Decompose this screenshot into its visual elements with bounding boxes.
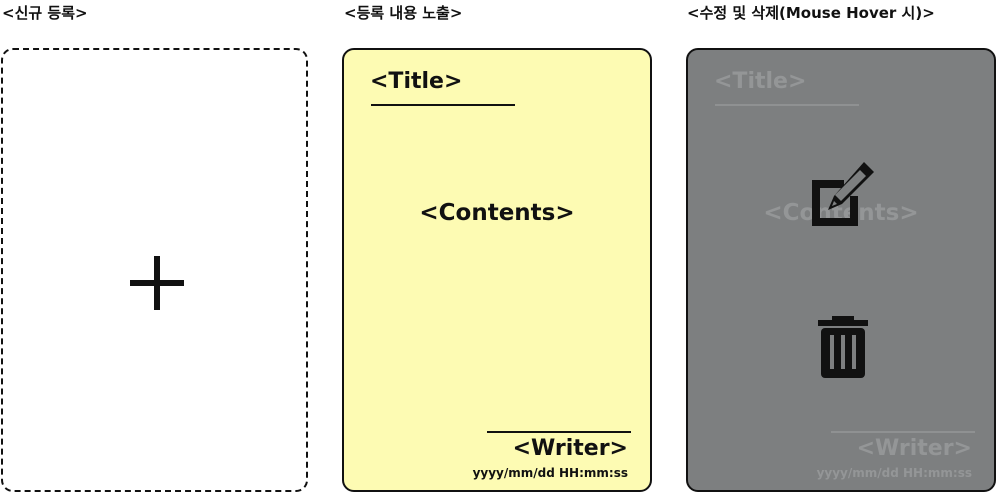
- note-title: <Title>: [370, 69, 463, 94]
- note-datetime: yyyy/mm/dd HH:mm:ss: [816, 466, 972, 480]
- new-note-card[interactable]: [1, 48, 308, 492]
- section-label-hover: <수정 및 삭제(Mouse Hover 시)>: [687, 4, 935, 22]
- title-underline: [715, 104, 859, 106]
- edit-icon[interactable]: [810, 160, 876, 228]
- note-title: <Title>: [714, 69, 807, 94]
- note-card[interactable]: <Title> <Contents> <Writer> yyyy/mm/dd H…: [342, 48, 652, 492]
- note-contents: <Contents>: [419, 200, 575, 226]
- trash-icon[interactable]: [818, 316, 868, 378]
- section-label-new: <신규 등록>: [2, 4, 88, 22]
- writer-divider: [487, 431, 631, 433]
- note-card-hover[interactable]: <Title> <Contents> <Writer> yyyy/mm/dd H…: [686, 48, 996, 492]
- plus-icon[interactable]: [130, 256, 184, 310]
- writer-divider: [831, 431, 975, 433]
- note-writer: <Writer>: [856, 436, 972, 461]
- section-label-display: <등록 내용 노출>: [344, 4, 463, 22]
- note-writer: <Writer>: [512, 436, 628, 461]
- title-underline: [371, 104, 515, 106]
- note-datetime: yyyy/mm/dd HH:mm:ss: [472, 466, 628, 480]
